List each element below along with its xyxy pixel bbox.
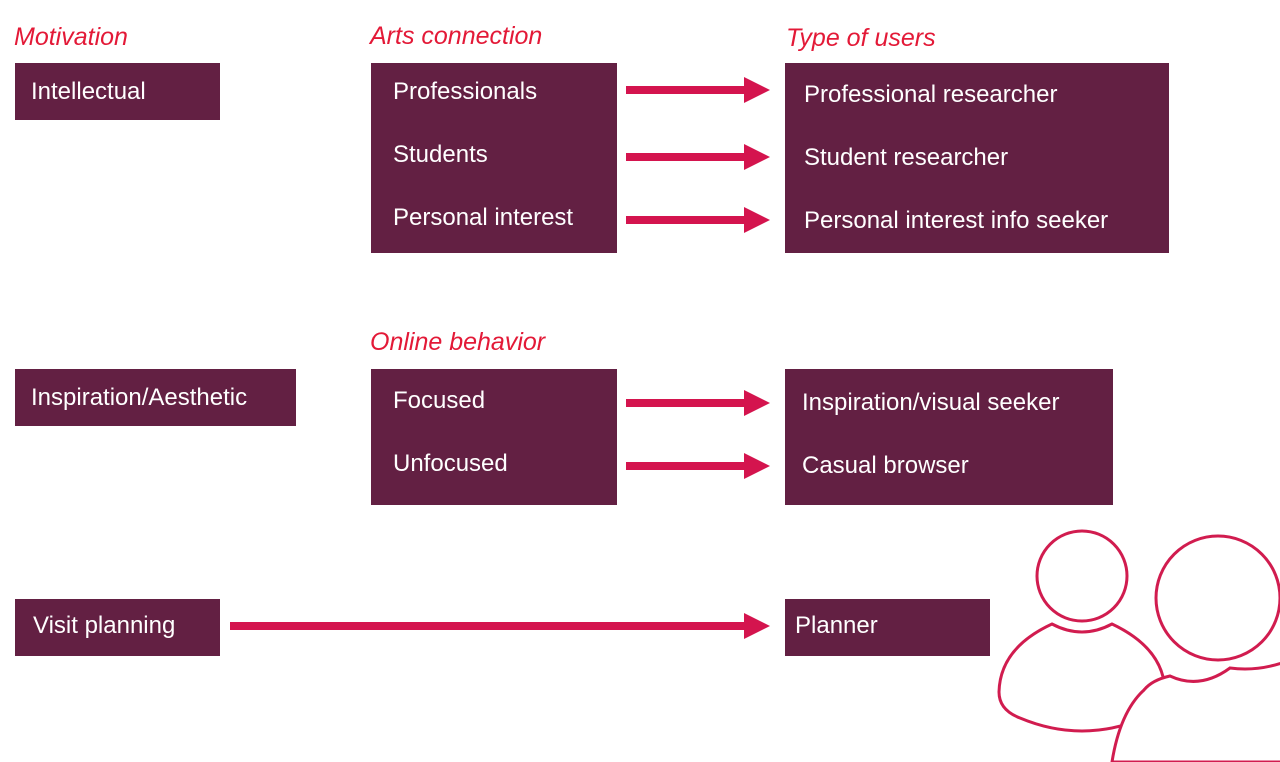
online-behavior-item: Unfocused <box>393 450 508 477</box>
motivation-visit-planning-label: Visit planning <box>33 612 176 639</box>
arrow-icon <box>626 453 770 479</box>
arrow-icon <box>626 390 770 416</box>
motivation-visit-planning-box: Visit planning <box>15 599 220 656</box>
online-behavior-box: Focused Unfocused <box>371 369 617 505</box>
header-motivation: Motivation <box>14 23 128 51</box>
user-type-item: Personal interest info seeker <box>804 207 1109 234</box>
header-arts-connection: Arts connection <box>370 22 543 50</box>
motivation-intellectual-label: Intellectual <box>31 78 146 105</box>
arts-connection-item: Students <box>393 141 488 168</box>
arts-connection-box: Professionals Students Personal interest <box>371 63 617 253</box>
users-icon <box>997 529 1280 762</box>
arts-connection-item: Professionals <box>393 78 538 105</box>
user-type-item: Inspiration/visual seeker <box>802 389 1060 416</box>
header-online-behavior: Online behavior <box>370 328 546 356</box>
arrow-icon <box>230 613 770 639</box>
user-type-item: Casual browser <box>802 452 969 479</box>
arrow-icon <box>626 77 770 103</box>
user-types-intellectual-box: Professional researcher Student research… <box>785 63 1169 253</box>
user-type-item: Professional researcher <box>804 81 1058 108</box>
online-behavior-item: Focused <box>393 387 486 414</box>
motivation-inspiration-box: Inspiration/Aesthetic <box>15 369 296 426</box>
arts-connection-item: Personal interest <box>393 204 574 231</box>
user-types-inspiration-box: Inspiration/visual seeker Casual browser <box>785 369 1113 505</box>
motivation-inspiration-label: Inspiration/Aesthetic <box>31 384 248 411</box>
user-type-planner-box: Planner <box>785 599 990 656</box>
header-type-of-users: Type of users <box>786 24 936 52</box>
arrow-icon <box>626 144 770 170</box>
user-type-planner-label: Planner <box>795 612 878 639</box>
arrow-icon <box>626 207 770 233</box>
user-type-item: Student researcher <box>804 144 1009 171</box>
motivation-intellectual-box: Intellectual <box>15 63 220 120</box>
